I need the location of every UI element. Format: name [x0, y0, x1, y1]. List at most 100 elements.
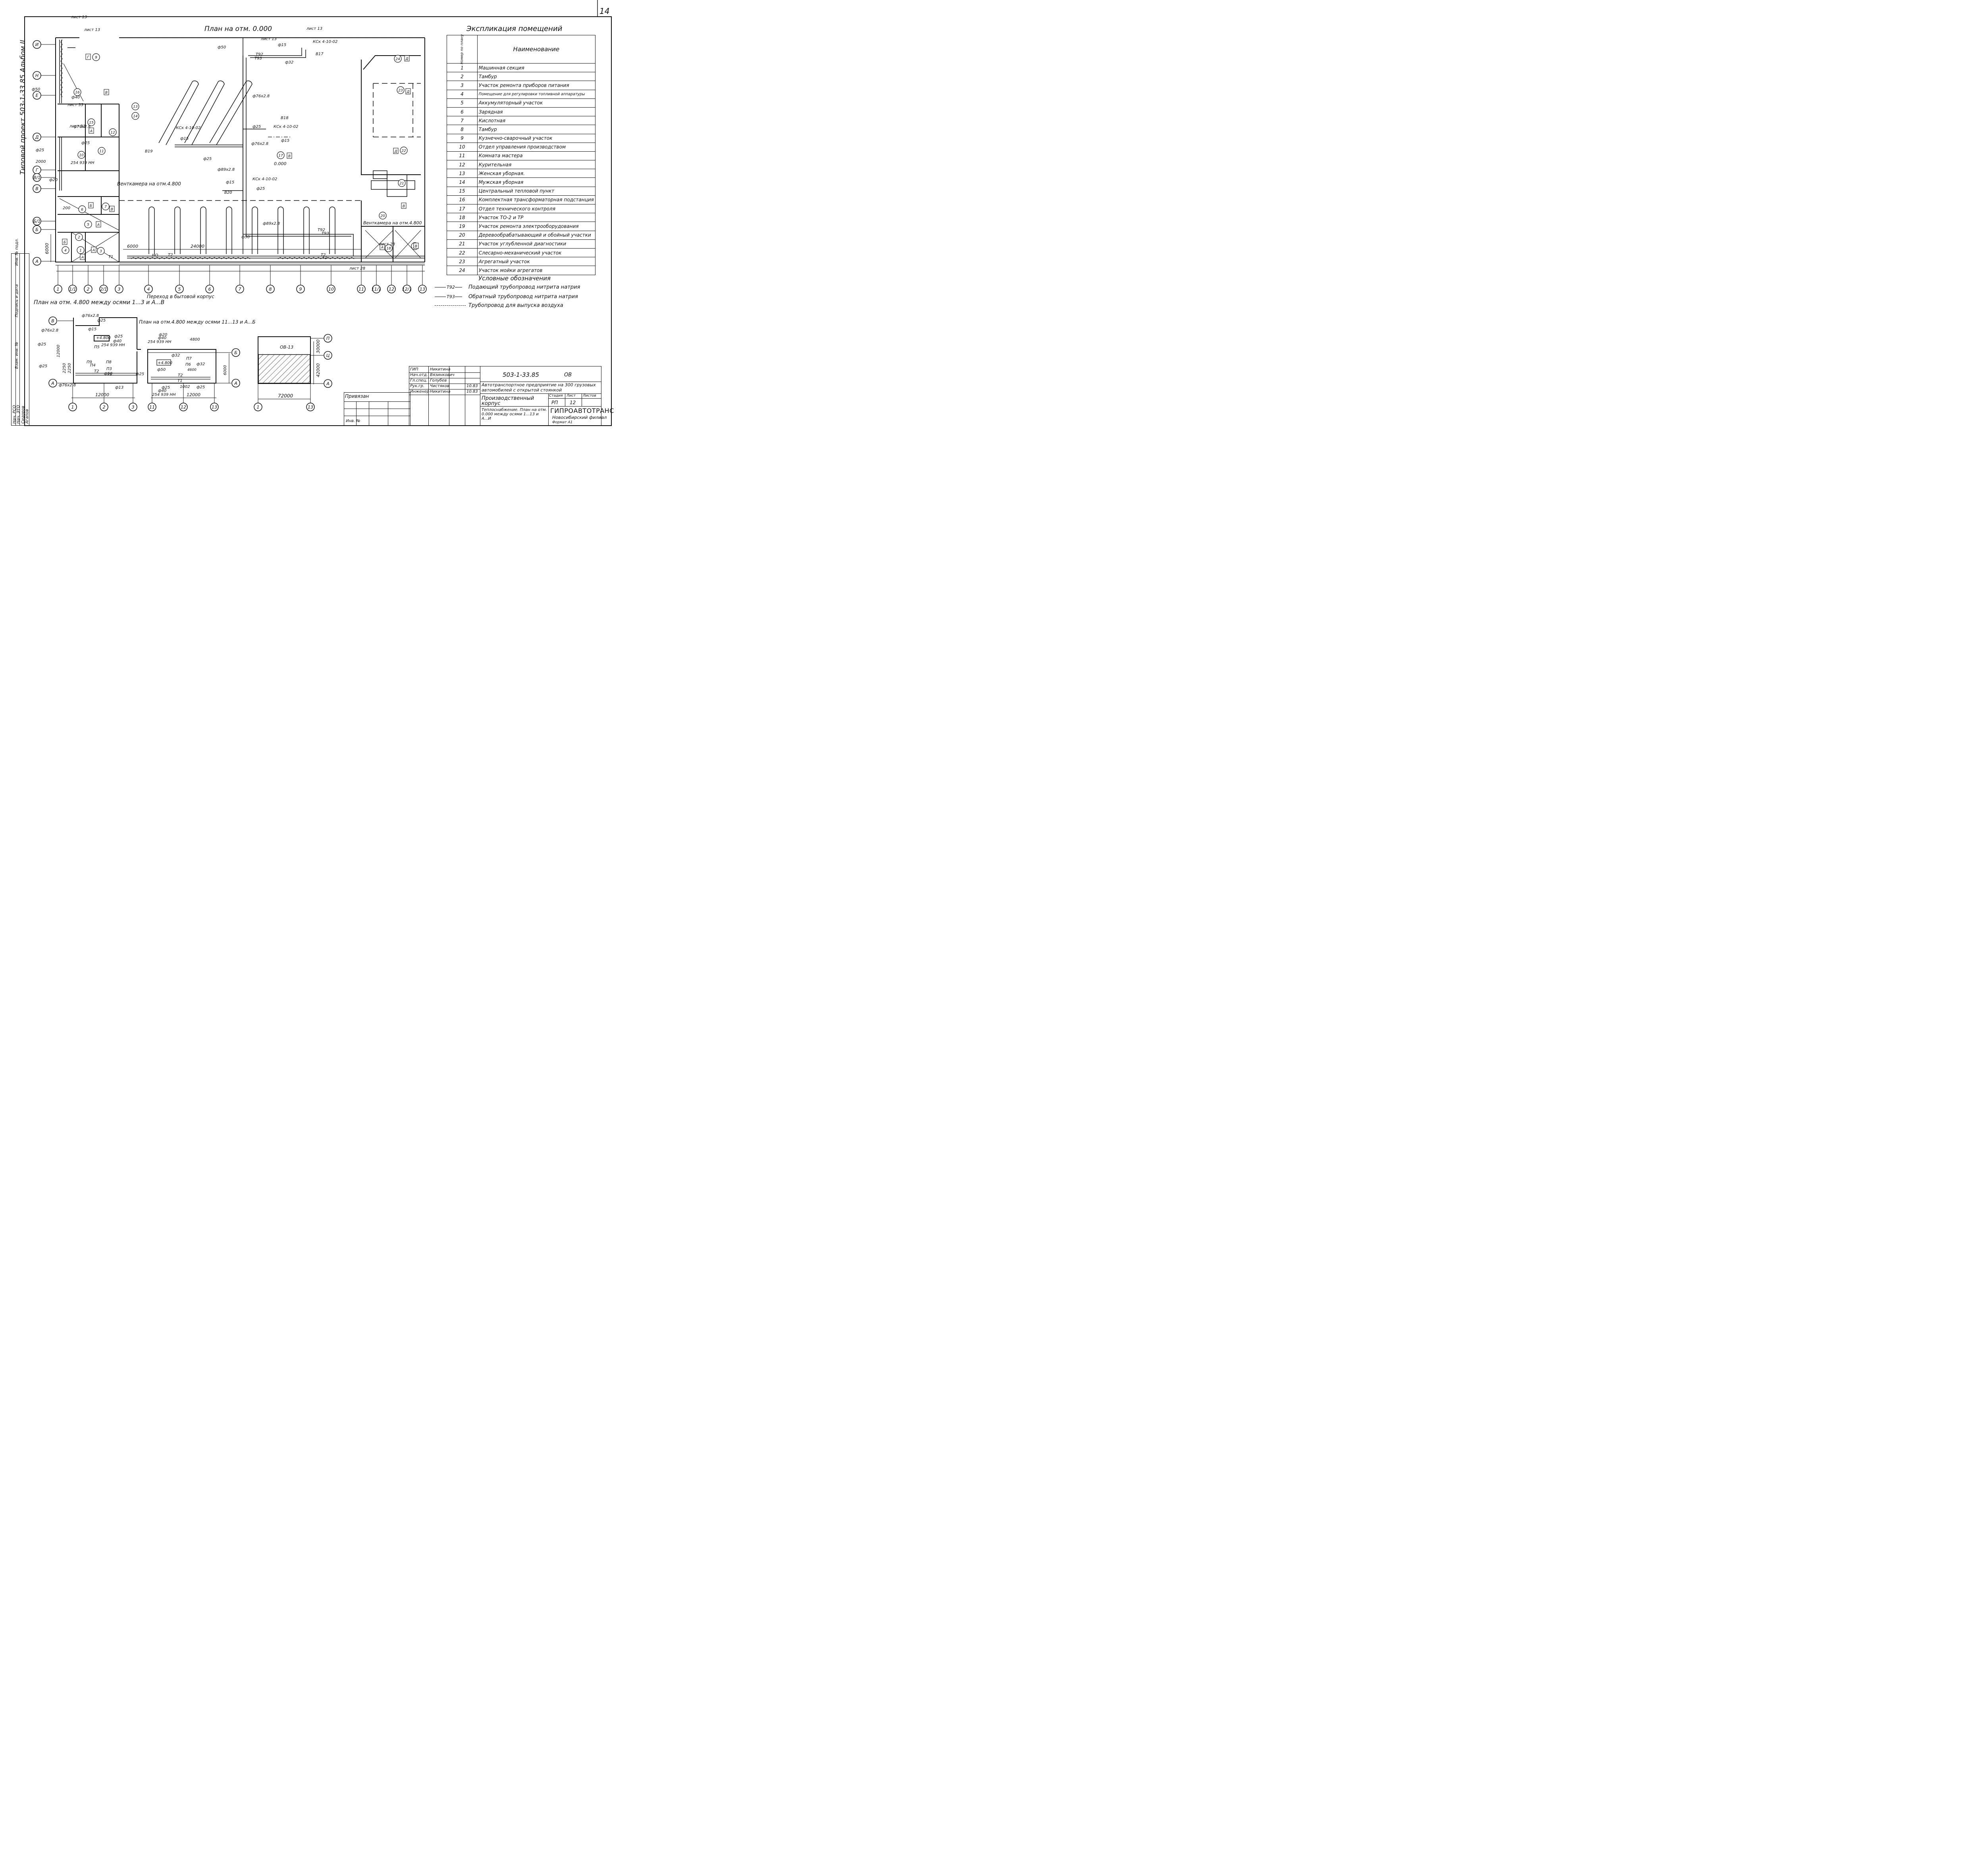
explication-title: Экспликация помещений: [466, 25, 563, 33]
pipe-label-1: ф15: [278, 43, 286, 47]
axis-left-4-label: Г: [36, 168, 39, 173]
subright-row-1-label: А: [234, 381, 237, 386]
room-number: 10: [447, 142, 478, 152]
subright-label-8: ф50: [157, 368, 166, 372]
pipe-label-44: ф25: [81, 141, 90, 145]
axis-left-5: В/1: [33, 173, 41, 182]
axis-bottom-15-label: 12/1: [402, 287, 412, 292]
room-category-14: В: [109, 206, 115, 212]
room-category-10: А: [91, 247, 96, 253]
subleft-axis-1: 2: [100, 403, 108, 411]
axis-left-0: И: [33, 40, 41, 49]
subright-axis-1: 12: [179, 403, 188, 411]
room-number: 23: [447, 257, 478, 266]
room-name: Центральный тепловой пункт: [477, 186, 596, 196]
room-bubble-7-label: 9: [95, 56, 97, 60]
axis-left-7-label: Б/1: [33, 219, 40, 224]
subright-row-0-label: Б: [234, 350, 237, 355]
subright-label-13: 254 939 НН: [152, 393, 176, 397]
binding-stamp: Привязан Инв. №: [344, 392, 410, 426]
pipe-label-23: В19: [145, 149, 153, 154]
pipe-label-4: ф25: [252, 125, 261, 129]
pipe-label-42: Т2: [321, 253, 326, 257]
subright-axis-1-label: 12: [181, 405, 186, 410]
dim-200: 200: [63, 206, 70, 210]
room-bubbles: 12345679101112131415161718192021222324ГВ…: [62, 53, 419, 260]
axis-bottom-5-label: 4: [147, 287, 150, 292]
room-category-label-6: Д: [394, 150, 397, 154]
tb-format: Формат А1: [552, 420, 573, 424]
subleft-label-16: Т1: [107, 372, 112, 377]
ov-row-1: Ц: [324, 351, 332, 360]
subleft-axis-0-label: 1: [71, 405, 74, 410]
subplan-right-title: План на отм.4.800 между осями 11...13 и …: [139, 319, 256, 325]
axis-bottom-11-label: 10: [328, 287, 334, 292]
room-number: 20: [447, 230, 478, 240]
room-bubble-6: 7: [102, 202, 110, 210]
room-name: Участок ТО-2 и ТР: [477, 213, 596, 222]
room-category-label-10: А: [92, 249, 95, 253]
subleft-label-4: ф40: [113, 339, 121, 343]
room-bubble-15-label: 17: [278, 154, 283, 158]
room-number: 1: [447, 63, 478, 73]
legend-item-air: Трубопровод для выпуска воздуха: [435, 303, 563, 308]
room-bubble-4-label: 5: [87, 223, 89, 227]
subright-label-11: ф25: [162, 386, 170, 390]
axis-left-3-label: Д: [35, 135, 39, 140]
room-name: Тамбур: [477, 125, 596, 134]
side-stamp-text-1: Нач. ЭТО: [16, 405, 21, 424]
room-number: 19: [447, 222, 478, 231]
ov-label: ОВ-13: [280, 345, 293, 350]
subright-axis-2: 13: [210, 403, 219, 411]
axis-bottom-4: 3: [115, 285, 123, 293]
subright-label-7: ф32: [197, 362, 205, 366]
pipe-label-22: В18: [281, 116, 289, 120]
axis-bottom-16: 13: [418, 285, 427, 293]
level-mark: 0.000: [274, 161, 287, 166]
pipe-label-19: КСк 4-10-02: [274, 125, 298, 129]
subleft-label-0: ф76х2.8: [82, 314, 99, 318]
room-category-label-7: Д: [405, 57, 408, 61]
room-bubble-18-label: 20: [380, 214, 385, 218]
subleft-label-9: ф25: [38, 342, 46, 347]
axis-bottom-5: 4: [144, 285, 153, 293]
room-bubble-20: 22: [400, 147, 408, 154]
room-bubble-21: 23: [397, 86, 405, 94]
subleft-row-1-label: А: [51, 381, 54, 386]
axis-left-6-label: В: [35, 186, 39, 191]
tb-date2: 10.83: [466, 389, 478, 394]
page-number: 14: [599, 6, 610, 16]
room-category-9: А: [80, 254, 85, 260]
axis-bottom-12-label: 11: [358, 287, 364, 292]
tb-org: ГИПРОАВТОТРАНС: [550, 407, 614, 415]
room-number: 17: [447, 204, 478, 214]
room-number: 24: [447, 266, 478, 275]
room-category-7: Д: [404, 55, 410, 62]
room-category-label-9: А: [81, 256, 84, 260]
pipe-label-39: ф25: [203, 157, 212, 161]
subright-label-4: +4.800: [158, 361, 172, 365]
subright-label-3: ф32: [172, 353, 180, 358]
axis-bottom-9-label: 8: [269, 287, 272, 292]
subright-label-0: ф20: [159, 333, 167, 337]
axis-bottom-6-label: 5: [178, 287, 181, 292]
pipe-label-37: ф15: [281, 139, 289, 143]
subleft-label-6: 254 939 НН: [101, 343, 125, 347]
room-number: 21: [447, 239, 478, 249]
pipe-label-24: В20: [224, 191, 232, 195]
room-bubble-0: 1: [77, 246, 85, 254]
room-category-13: Б: [62, 239, 67, 245]
axis-left-6: В: [33, 184, 41, 193]
